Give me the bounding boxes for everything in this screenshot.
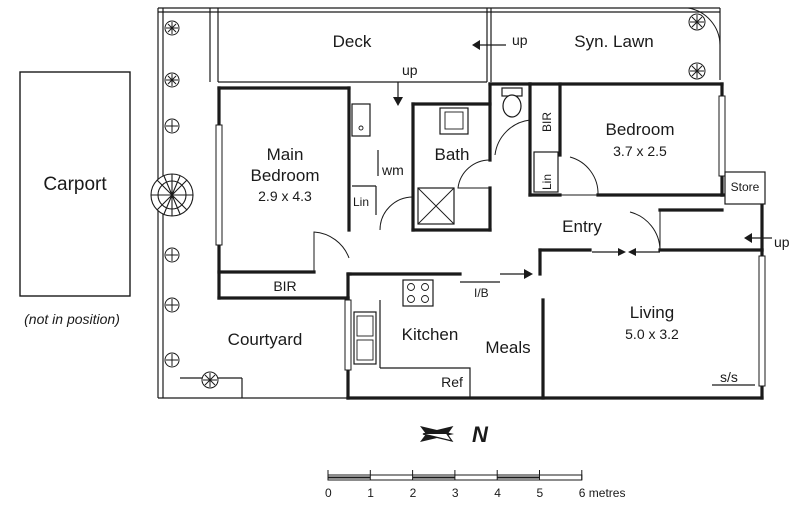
bir-main-label: BIR: [273, 278, 296, 294]
courtyard-label: Courtyard: [228, 330, 303, 349]
carport-note: (not in position): [24, 311, 120, 327]
ss-label: s/s: [720, 369, 738, 385]
scale-bar-label: 2: [410, 486, 417, 500]
north-arrow-icon: [420, 426, 454, 442]
scale-bar-label: 3: [452, 486, 459, 500]
kitchen-label: Kitchen: [402, 325, 459, 344]
deck-label: Deck: [333, 32, 372, 51]
plant-icons: [150, 13, 706, 389]
direction-arrows: [393, 40, 772, 279]
entry-label: Entry: [562, 217, 602, 236]
bath-label: Bath: [435, 145, 470, 164]
fixtures: [351, 87, 766, 386]
north-label: N: [472, 422, 489, 447]
scale-bar-label: 5: [537, 486, 544, 500]
wm-label: wm: [381, 162, 404, 178]
bedroom-label: Bedroom: [606, 120, 675, 139]
scale-bar-label: 0: [325, 486, 332, 500]
boundary-fence: [157, 7, 721, 399]
ib-label: I/B: [474, 286, 489, 300]
scale-bar-label: 6 metres: [579, 486, 626, 500]
bir-bedroom-label: BIR: [540, 112, 554, 132]
store-label: Store: [731, 180, 760, 194]
ref-label: Ref: [441, 374, 463, 390]
carport-label: Carport: [43, 174, 107, 195]
scale-bar-label: 4: [494, 486, 501, 500]
walls: [217, 82, 764, 400]
living-size: 5.0 x 3.2: [625, 326, 679, 342]
carport-outline: [19, 71, 131, 297]
up-deck-label: up: [402, 62, 418, 78]
bedroom-size: 3.7 x 2.5: [613, 143, 667, 159]
scale-bar-segment: [497, 476, 540, 479]
lin-bedroom-label: Lin: [540, 174, 554, 190]
lin-main-label: Lin: [353, 195, 369, 209]
main-bedroom-size: 2.9 x 4.3: [258, 188, 312, 204]
doors: [313, 7, 721, 272]
living-label: Living: [630, 303, 674, 322]
scale-bar-segment: [412, 476, 455, 479]
syn-lawn-label: Syn. Lawn: [574, 32, 653, 51]
scale-bar-label: 1: [367, 486, 374, 500]
scale-bar: 0 1 2 3 4 5 6 metres: [325, 470, 625, 500]
up-store-label: up: [774, 234, 790, 250]
scale-bar-segment: [328, 476, 371, 479]
meals-label: Meals: [485, 338, 530, 357]
main-bedroom-label-1: Main: [267, 145, 304, 164]
main-bedroom-label-2: Bedroom: [251, 166, 320, 185]
windows: [215, 95, 766, 387]
up-lawn-label: up: [512, 32, 528, 48]
